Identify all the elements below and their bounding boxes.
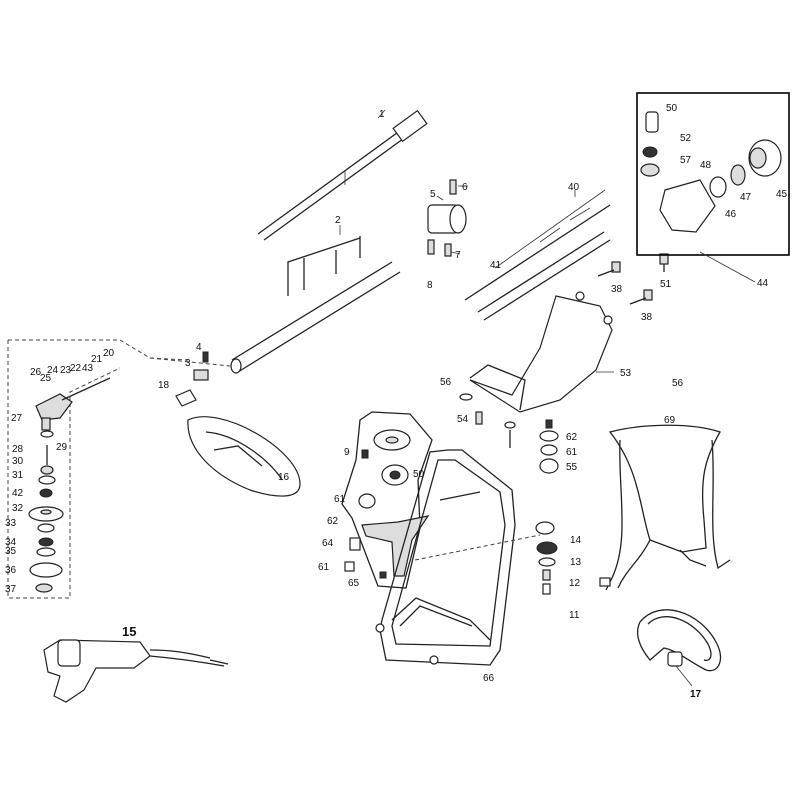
label-36: 36 (5, 565, 17, 576)
label-23: 23 (60, 365, 72, 376)
label-62a: 62 (566, 432, 578, 443)
label-29: 29 (56, 442, 68, 453)
label-12: 12 (569, 578, 581, 589)
label-61a: 61 (334, 494, 346, 505)
label-20: 20 (103, 348, 115, 359)
label-22: 22 (70, 363, 82, 374)
coupling-parts (175, 351, 209, 407)
label-69: 69 (664, 415, 676, 426)
label-44: 44 (757, 278, 769, 289)
label-9: 9 (344, 447, 350, 458)
label-3: 3 (185, 358, 191, 369)
label-62b: 62 (327, 516, 339, 527)
label-35: 35 (5, 546, 17, 557)
label-46: 46 (725, 209, 737, 220)
label-54: 54 (457, 414, 469, 425)
label-45: 45 (776, 189, 788, 200)
gear-head-box (7, 339, 189, 599)
mounting-bracket (469, 291, 614, 413)
label-51: 51 (660, 279, 672, 290)
label-38b: 38 (641, 312, 653, 323)
label-52: 52 (680, 133, 692, 144)
label-8: 8 (427, 280, 433, 291)
label-43: 43 (82, 363, 94, 374)
label-7: 7 (455, 250, 461, 261)
label-48: 48 (700, 160, 712, 171)
tube-clamp (427, 179, 468, 257)
label-27: 27 (11, 413, 23, 424)
rubber-mounts (459, 393, 559, 474)
label-34: 34 (5, 537, 17, 548)
drive-shaft-tube (257, 109, 428, 241)
label-28: 28 (12, 444, 24, 455)
bolt-set-38 (597, 253, 669, 305)
label-2: 2 (335, 215, 341, 226)
label-56a: 56 (440, 377, 452, 388)
label-66: 66 (483, 673, 495, 684)
anti-vibration-assembly (341, 411, 433, 589)
part-labels: 1 2 3 4 5 6 7 8 9 11 12 13 14 15 16 17 1… (5, 103, 788, 700)
label-50a: 50 (666, 103, 678, 114)
label-15: 15 (122, 624, 136, 639)
label-33: 33 (5, 518, 17, 529)
label-25: 25 (40, 373, 52, 384)
backpack-harness (599, 424, 731, 591)
lower-mount-stack (414, 521, 558, 595)
grass-guard (187, 416, 301, 497)
label-13: 13 (570, 557, 582, 568)
label-31: 31 (12, 470, 24, 481)
label-57: 57 (680, 155, 692, 166)
label-24: 24 (47, 365, 59, 376)
label-14: 14 (570, 535, 582, 546)
label-4: 4 (196, 342, 202, 353)
label-53: 53 (620, 368, 632, 379)
label-21: 21 (91, 354, 103, 365)
label-61b: 61 (566, 447, 578, 458)
label-61c: 61 (318, 562, 330, 573)
label-32: 32 (12, 503, 24, 514)
loop-handle (636, 609, 722, 687)
label-5: 5 (430, 189, 436, 200)
label-6: 6 (462, 182, 468, 193)
label-16: 16 (278, 472, 290, 483)
label-47: 47 (740, 192, 752, 203)
label-42: 42 (12, 488, 24, 499)
label-18: 18 (158, 380, 170, 391)
label-65: 65 (348, 578, 360, 589)
label-1: 1 (379, 109, 385, 120)
label-11: 11 (569, 610, 580, 621)
label-37: 37 (5, 584, 17, 595)
clutch-assembly-box (636, 92, 790, 283)
label-26: 26 (30, 367, 42, 378)
label-55: 55 (566, 462, 578, 473)
label-38a: 38 (611, 284, 623, 295)
label-17: 17 (690, 689, 702, 700)
throttle-handle (43, 639, 229, 703)
outer-tube (230, 225, 401, 374)
label-40: 40 (568, 182, 580, 193)
label-41: 41 (490, 260, 502, 271)
label-56b: 56 (672, 378, 684, 389)
label-64: 64 (322, 538, 334, 549)
label-30: 30 (12, 456, 24, 467)
backpack-frame (375, 449, 516, 666)
label-50b: 50 (413, 469, 425, 480)
flexible-shaft (464, 189, 611, 321)
